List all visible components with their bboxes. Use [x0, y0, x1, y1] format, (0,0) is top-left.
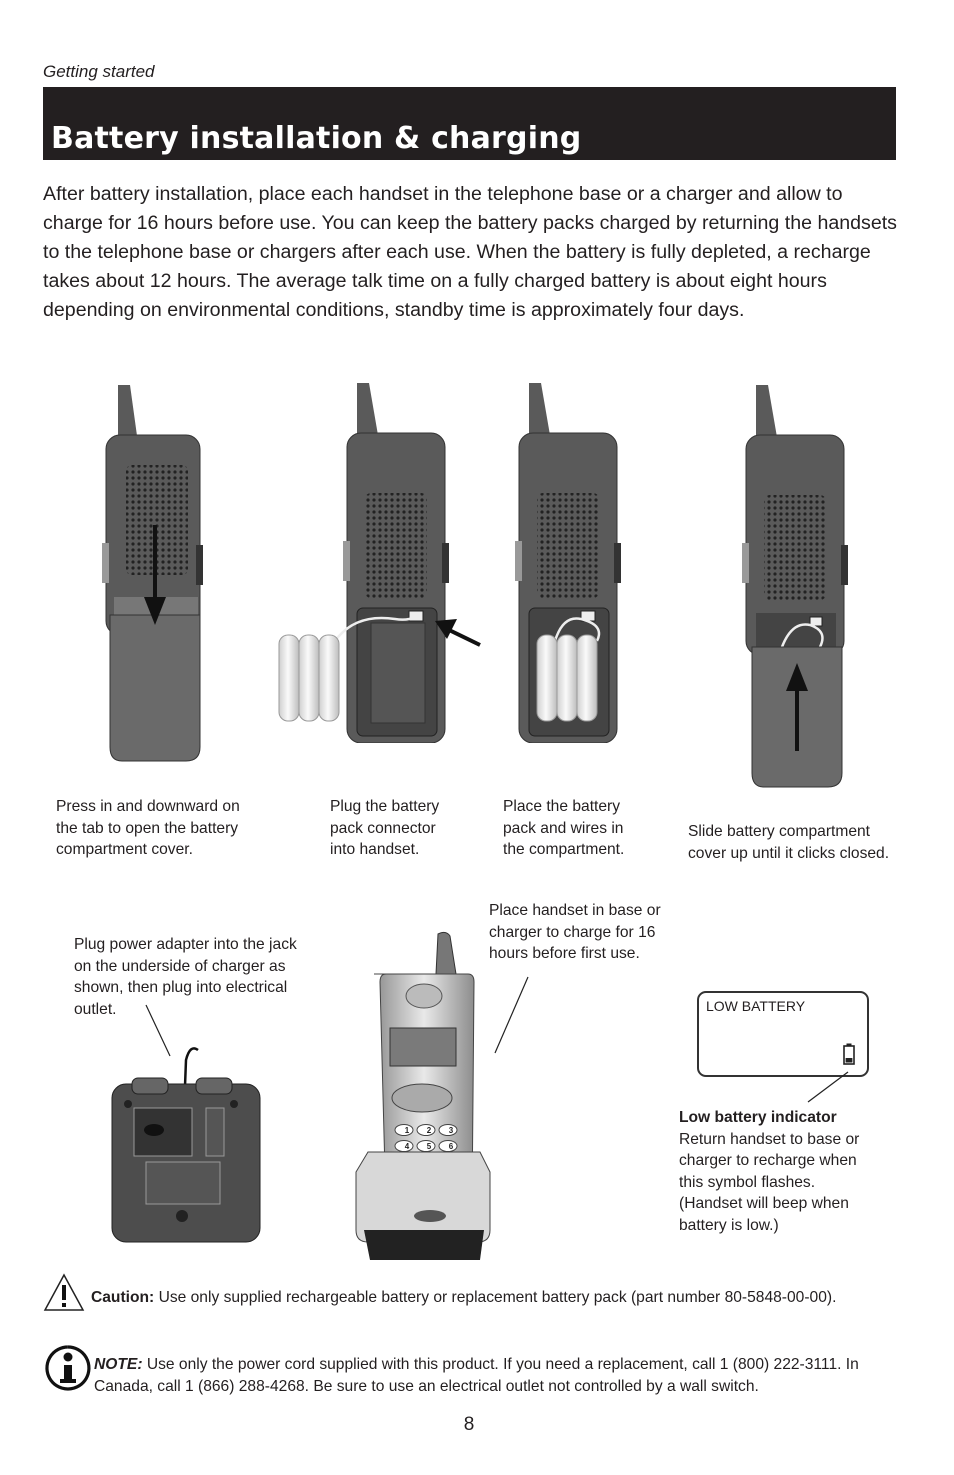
handset-leader-line: [494, 976, 529, 1054]
low-battery-indicator-text: Low battery indicator Return handset to …: [679, 1107, 879, 1236]
handset-in-base-illustration: 1 2 3 4 5 6 7 8 9 * 0 #: [355, 931, 491, 1260]
caution-label: Caution:: [91, 1289, 155, 1306]
keypad-key-2: 2: [427, 1126, 432, 1135]
note-label: NOTE:: [94, 1356, 143, 1373]
step3-caption: Place the battery pack and wires in the …: [503, 798, 625, 858]
keypad-key-4: 4: [405, 1142, 410, 1151]
handset-step4-illustration: [742, 385, 848, 788]
charger-illustration: [111, 1004, 261, 1243]
low-battery-display: LOW BATTERY: [697, 991, 869, 1077]
handset-caption: Place handset in base or charger to char…: [489, 902, 661, 962]
page-number: 8: [463, 1414, 475, 1435]
charger-caption: Plug power adapter into the jack on the …: [74, 936, 297, 1018]
keypad-key-6: 6: [449, 1142, 454, 1151]
arrow-up-icon: [786, 663, 808, 751]
step1-caption: Press in and downward on the tab to open…: [56, 798, 240, 858]
page-title: Battery installation & charging: [51, 121, 582, 156]
note-text: NOTE: Use only the power cord supplied w…: [94, 1356, 859, 1395]
indicator-leader-line: [807, 1071, 849, 1103]
caution-box: Caution: Use only supplied rechargeable …: [43, 1272, 913, 1316]
note-box: NOTE: Use only the power cord supplied w…: [45, 1345, 915, 1405]
intro-paragraph: After battery installation, place each h…: [43, 183, 897, 321]
info-icon: [45, 1345, 91, 1391]
keypad-key-5: 5: [427, 1142, 432, 1151]
keypad-key-1: 1: [405, 1126, 410, 1135]
step4-caption: Slide battery compartment cover up until…: [688, 823, 890, 862]
keypad-key-3: 3: [449, 1126, 454, 1135]
arrow-left-icon: [435, 619, 481, 647]
arrow-down-icon: [144, 525, 166, 625]
indicator-description: Return handset to base or charger to rec…: [679, 1130, 860, 1234]
handset-step2-illustration: [278, 383, 481, 743]
handset-step3-illustration: [515, 383, 621, 743]
caution-text: Caution: Use only supplied rechargeable …: [91, 1289, 837, 1306]
title-bar: Battery installation & charging: [43, 87, 896, 160]
handset-step1-illustration: [102, 385, 203, 762]
battery-icon: [843, 1043, 855, 1065]
indicator-title: Low battery indicator: [679, 1109, 837, 1126]
step2-caption: Plug the battery pack connector into han…: [330, 798, 440, 858]
section-label: Getting started: [43, 62, 155, 81]
warning-icon: [43, 1273, 85, 1311]
display-text: LOW BATTERY: [706, 998, 806, 1014]
